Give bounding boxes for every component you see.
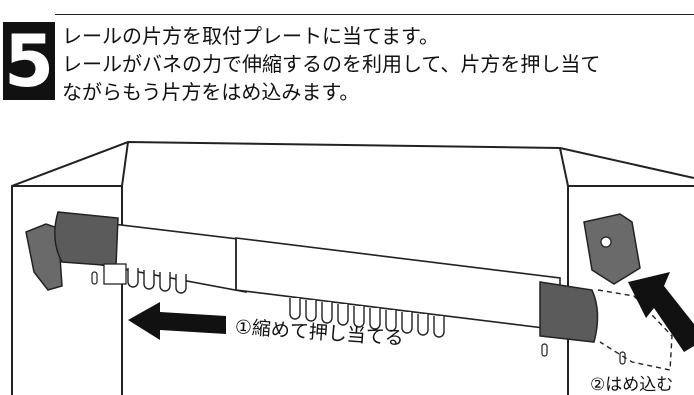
top-rule bbox=[55, 14, 694, 15]
arrow-up-left-icon bbox=[628, 272, 694, 352]
instruction-line-2: レールがバネの力で伸縮するのを利用して、片方を押し当て bbox=[62, 52, 601, 76]
right-bracket bbox=[583, 213, 641, 285]
instruction-line-3: ながらもう片方をはめ込みます。 bbox=[62, 80, 360, 104]
left-end-cap bbox=[54, 211, 119, 267]
fit-in-motion-outline bbox=[597, 289, 673, 371]
annotation-fit-in: ②はめ込む bbox=[590, 375, 674, 395]
window-frame bbox=[11, 140, 694, 395]
rail-stopper bbox=[103, 263, 127, 285]
left-bracket bbox=[25, 223, 63, 291]
curtain-runners-left bbox=[127, 268, 187, 294]
arrow-left-icon bbox=[128, 302, 226, 340]
step-number-badge: 5 bbox=[3, 19, 55, 103]
curtain-runners-middle bbox=[289, 298, 445, 338]
instruction-line-1: レールの片方を取付プレートに当てます。 bbox=[62, 24, 439, 48]
right-end-cap bbox=[539, 281, 599, 343]
